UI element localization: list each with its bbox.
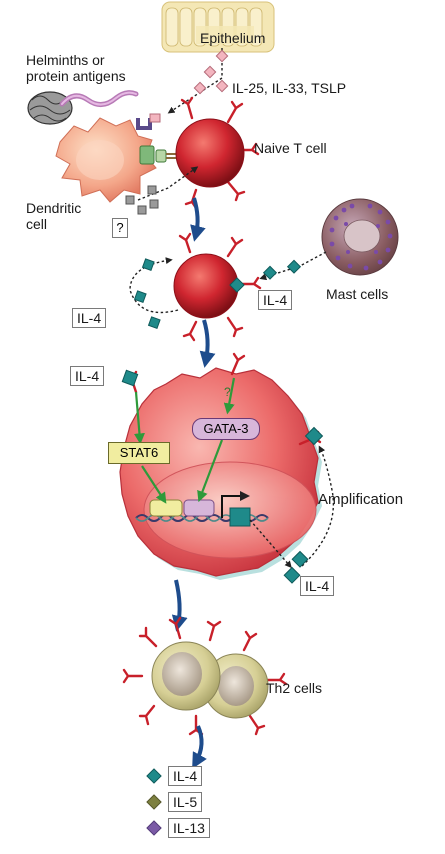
- th2-cells-label: Th2 cells: [266, 680, 323, 696]
- dendritic-cell-label-line2: cell: [26, 216, 48, 232]
- antigens-label-line1: Helminths or: [26, 52, 105, 68]
- dendritic-cell-label-line1: Dendritic: [26, 200, 82, 216]
- antigens-label-line2: protein antigens: [26, 68, 126, 84]
- il4-autocrine-label: IL-4: [72, 308, 107, 328]
- mast-cells-label: Mast cells: [326, 286, 389, 302]
- epithelial-cytokine-path: [167, 48, 229, 114]
- secretion-arrow: [192, 725, 207, 769]
- stat6-label: STAT6: [108, 442, 170, 464]
- epithelium-label: Epithelium: [200, 30, 266, 46]
- helminth-worms-icon: [27, 90, 139, 125]
- naive-t-cell: [175, 96, 260, 210]
- naive-t-cell-label: Naive T cell: [254, 140, 327, 156]
- gata3-label: GATA-3: [192, 418, 260, 440]
- amplification-loop: [249, 445, 335, 584]
- th2-cells: [122, 616, 288, 736]
- differentiation-arrow-2: [199, 319, 216, 368]
- dendritic-cell: [55, 113, 176, 203]
- autocrine-il4-loop: [129, 257, 179, 330]
- amplification-label: Amplification: [318, 491, 404, 508]
- output-il4-label: IL-4: [168, 766, 203, 786]
- il4-input-label: IL-4: [70, 366, 105, 386]
- mast-cell: [321, 198, 399, 276]
- output-il13-label: IL-13: [168, 818, 210, 838]
- il4-mast-label: IL-4: [258, 290, 293, 310]
- output-il5-label: IL-5: [168, 792, 203, 812]
- il4-amplification-label: IL-4: [300, 576, 335, 596]
- differentiation-arrow-1: [190, 197, 206, 242]
- unknown-signal-path: [125, 166, 199, 215]
- gata3-question-label: ?: [224, 385, 231, 399]
- cytokines-label: IL-25, IL-33, TSLP: [232, 80, 347, 96]
- epithelium-layer: [161, 1, 275, 53]
- mast-cell-il4-path: [259, 251, 327, 281]
- signaling-arrows: [133, 377, 236, 504]
- output-cytokine-markers: [146, 768, 162, 836]
- activated-t-cell: [173, 232, 262, 342]
- unknown-signal-label: ?: [112, 218, 128, 238]
- differentiating-t-cell: [119, 352, 324, 580]
